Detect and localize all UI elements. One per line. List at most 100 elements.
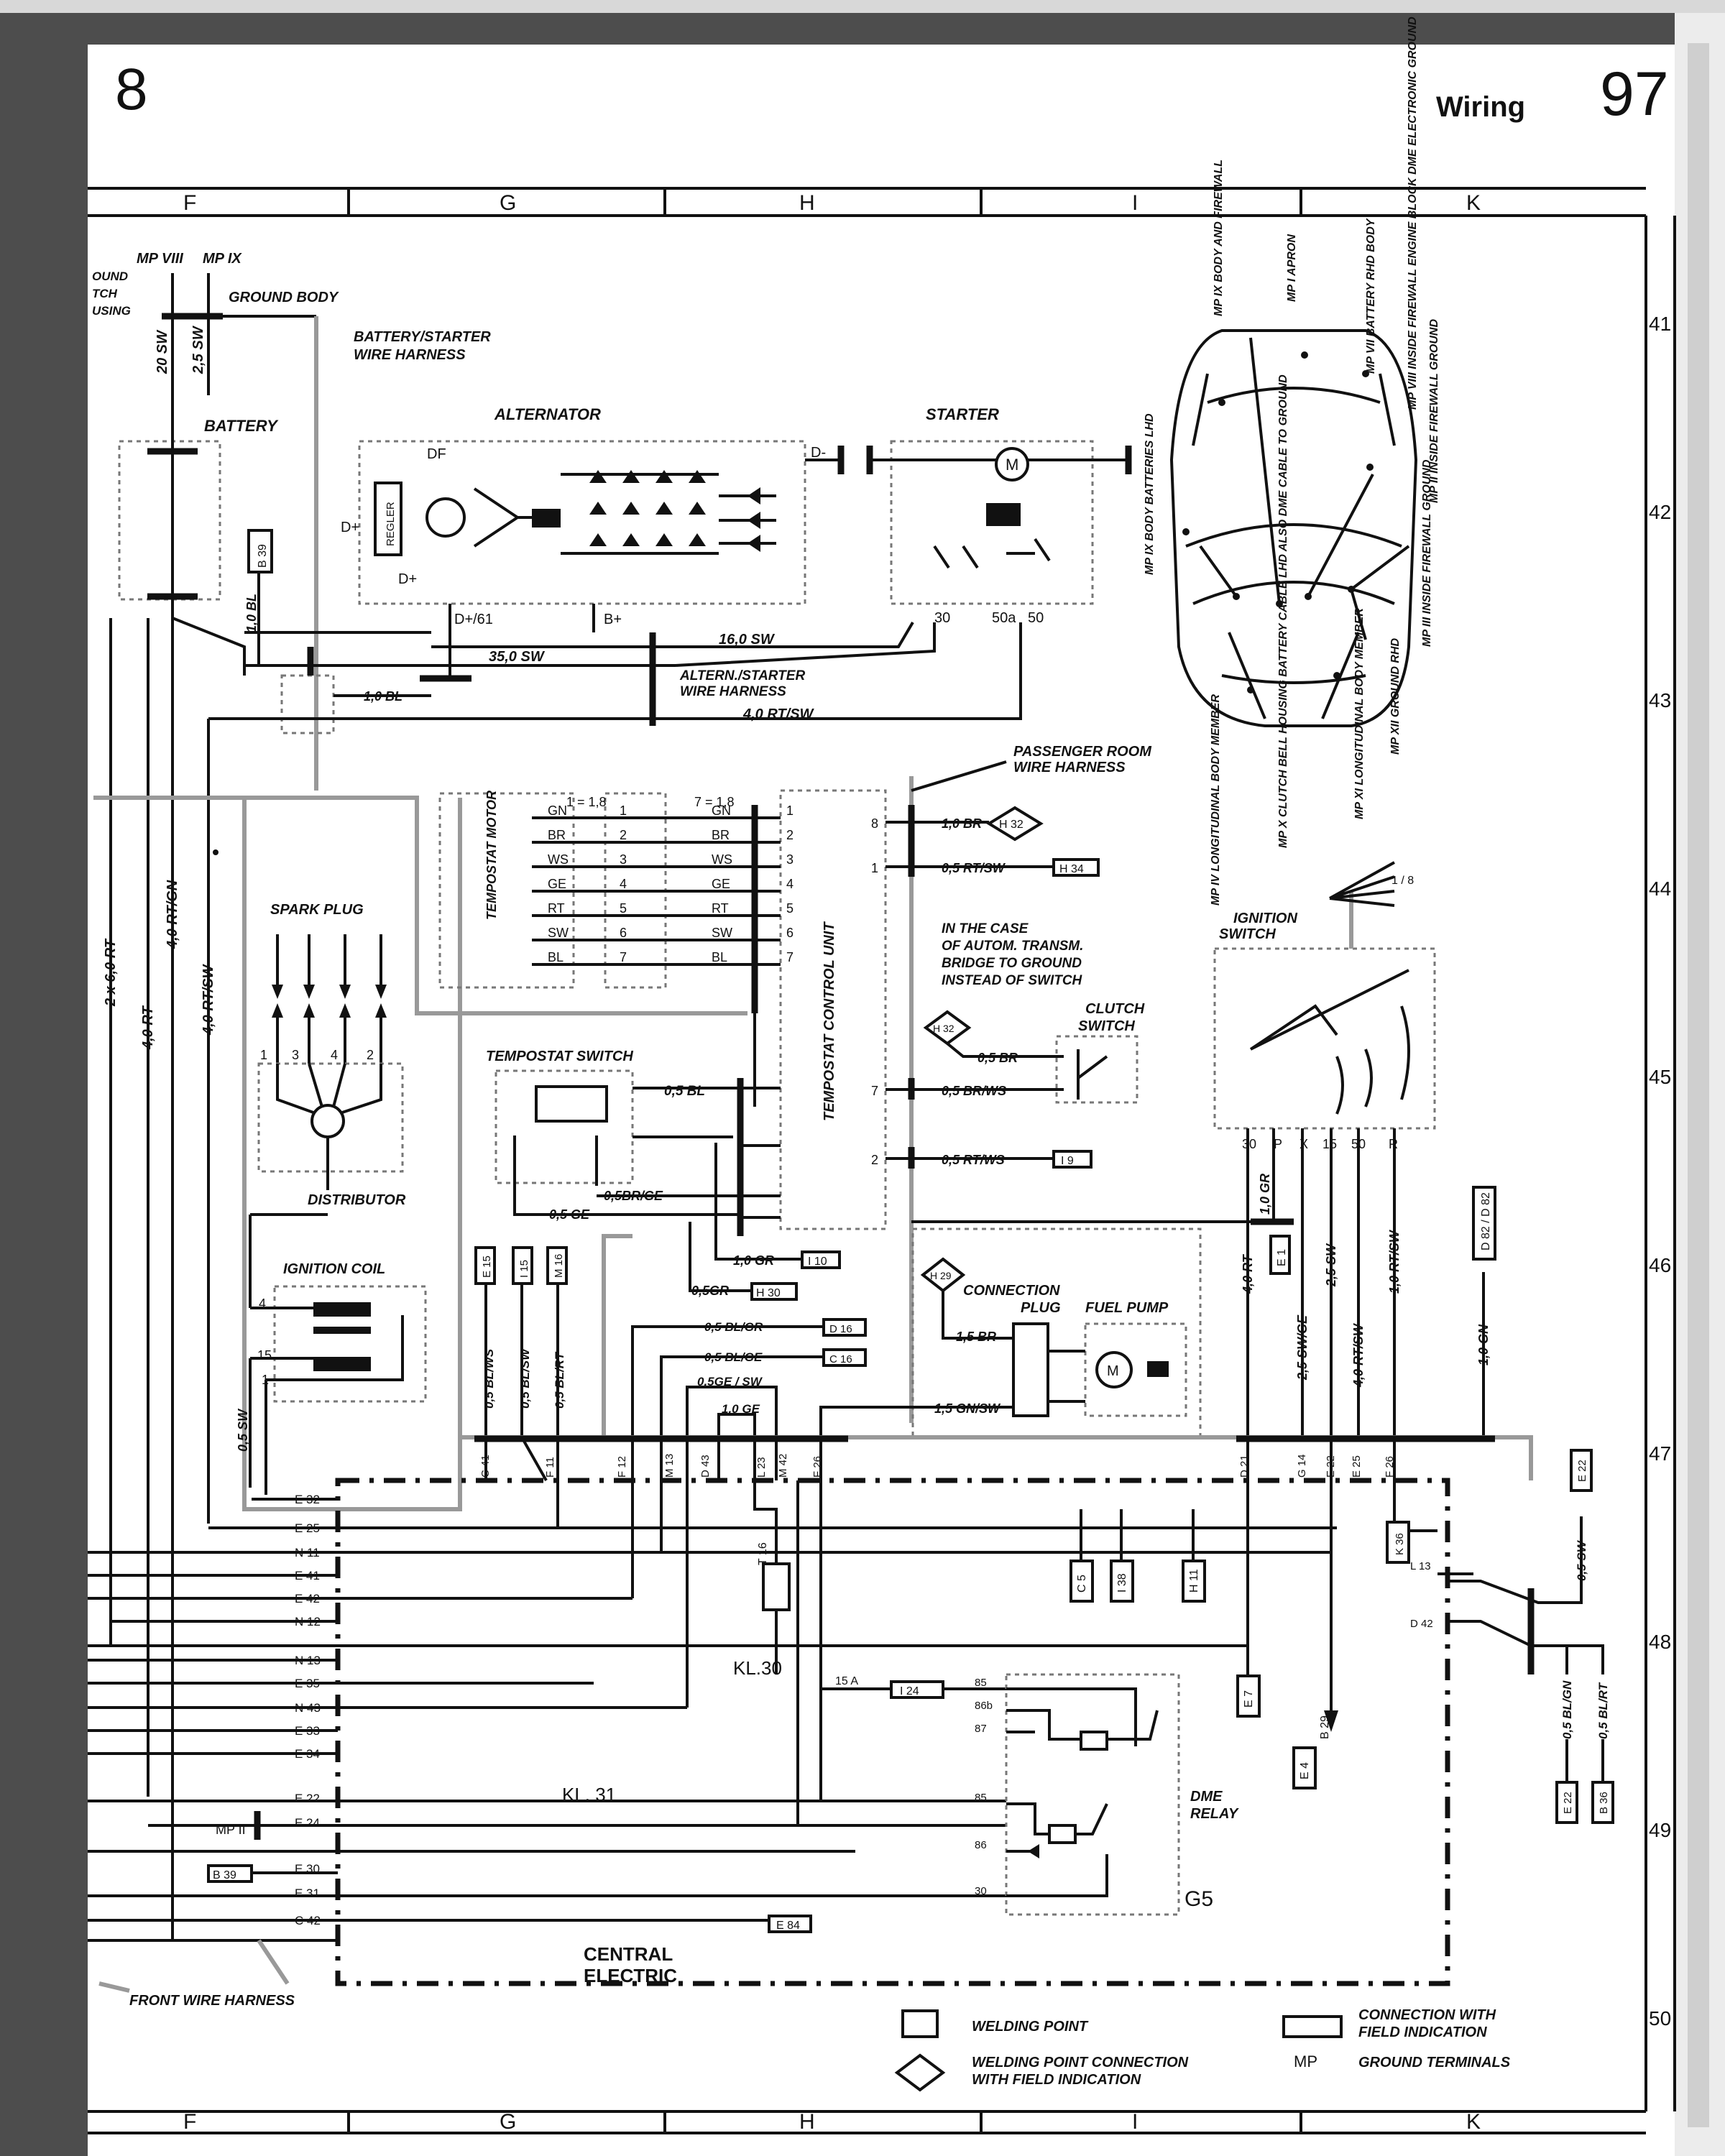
connector-h34 (1052, 858, 1100, 877)
connector-i38 (1110, 1560, 1134, 1603)
legend-mp: MP (1294, 2053, 1317, 2070)
wire-05rtws: 0,5 RT/WS (942, 1153, 1005, 1167)
svg-text:86: 86 (975, 1839, 987, 1851)
svg-text:RT: RT (712, 901, 729, 916)
starter-50: 50 (1028, 610, 1044, 626)
legend-welding-point: WELDING POINT (972, 2019, 1089, 2035)
scrollbar-track[interactable] (1688, 43, 1709, 2127)
svg-text:F 26: F 26 (811, 1456, 824, 1478)
viewer-top-bar (0, 13, 1725, 45)
svg-text:E 22: E 22 (1325, 1455, 1337, 1478)
ignition-coil-label: IGNITION COIL (283, 1261, 385, 1277)
dme-relay-label-2: RELAY (1190, 1806, 1239, 1822)
svg-text:I 15: I 15 (518, 1260, 530, 1278)
chapter-number: 8 (115, 57, 148, 122)
svg-text:M: M (1107, 1363, 1119, 1379)
svg-text:M 13: M 13 (663, 1454, 676, 1478)
connector-b29-label: B 29 (1319, 1715, 1331, 1739)
l13-label: L 13 (1410, 1560, 1431, 1572)
svg-text:SW: SW (548, 926, 569, 940)
svg-text:7: 7 (871, 1084, 878, 1098)
connector-c5 (1070, 1560, 1094, 1603)
dme-relay-label-1: DME (1190, 1789, 1223, 1805)
ignition-switch-label-2: SWITCH (1219, 926, 1276, 942)
svg-text:L 23: L 23 (755, 1457, 768, 1478)
alt-df: DF (427, 446, 446, 462)
svg-text:GE: GE (712, 877, 730, 891)
wire-05blsw: 0,5 BL/SW (518, 1348, 532, 1409)
svg-text:WS: WS (548, 852, 569, 867)
connector-d16 (822, 1318, 867, 1337)
svg-text:GN: GN (712, 803, 731, 818)
svg-text:E 4: E 4 (1299, 1762, 1311, 1779)
legend-welding-conn-2: WITH FIELD INDICATION (972, 2072, 1141, 2088)
wire-25swge: 2,5 SW/GE (1295, 1314, 1310, 1381)
ignition-coil-box (273, 1285, 427, 1403)
svg-text:3: 3 (292, 1048, 299, 1062)
svg-text:RT: RT (548, 901, 565, 916)
svg-text:E 24: E 24 (295, 1816, 320, 1830)
mp11-label: MP XI LONGITUDINAL BODY MEMBER (1353, 608, 1366, 819)
wire-05gesw: 0,5GE / SW (697, 1375, 763, 1388)
battery-section: OUND TCH USING MP VIII MP IX GROUND BODY… (92, 251, 491, 791)
connector-d82 (1472, 1186, 1496, 1261)
page-number: 97 (1600, 60, 1669, 129)
svg-text:F 26: F 26 (1384, 1456, 1396, 1478)
connector-e1 (1269, 1235, 1291, 1275)
section-title: Wiring (1436, 91, 1525, 123)
grid-row-42: 42 (1649, 501, 1671, 523)
svg-text:WS: WS (712, 852, 732, 867)
svg-text:5: 5 (786, 901, 794, 916)
svg-text:85: 85 (975, 1677, 987, 1689)
grid-col-k-bottom: K (1466, 2110, 1481, 2134)
fuel-pump-motor (1095, 1351, 1133, 1388)
svg-text:E 22: E 22 (1562, 1792, 1574, 1814)
svg-text:I 24: I 24 (900, 1685, 919, 1697)
svg-text:3: 3 (620, 852, 627, 867)
connector-t16 (762, 1562, 791, 1611)
svg-text:D 21: D 21 (1238, 1455, 1251, 1478)
mp9-side-label: MP IX BODY BATTERIES LHD (1144, 413, 1156, 575)
wire-20sw: 20 SW (155, 329, 170, 374)
wire-05bl: 0,5 BL (664, 1084, 705, 1099)
alternator-section: ALTERNATOR REGLER DF D+ D+ D- D+/61 B+ (341, 405, 845, 680)
legend-welding-point-icon (901, 2009, 939, 2038)
ce-vertical-drops: T 16 KL.30 KL. 31 C 5 I 38 H 11 E 7 E 4 … (207, 1437, 1331, 1933)
connector-k36 (1386, 1521, 1410, 1564)
svg-text:4: 4 (331, 1048, 338, 1062)
distributor-box (257, 1062, 404, 1173)
legend-conn-field-icon (1282, 2015, 1343, 2038)
wire-25sw: 2,5 SW (1324, 1243, 1338, 1287)
mp1-label: MP I APRON (1286, 234, 1298, 302)
connector-b39-top (247, 529, 273, 573)
wire-16sw: 16,0 SW (719, 632, 776, 648)
wire-05brge: 0,5BR/GE (604, 1189, 663, 1203)
wire-25sw: 2,5 SW (190, 325, 206, 374)
car-ground-map: MP I APRON MP IX BODY AND FIREWALL MP VI… (1144, 17, 1440, 906)
bs-harness-label-2: WIRE HARNESS (354, 347, 466, 363)
wire-40rt-ign: 4,0 RT (1241, 1253, 1255, 1294)
wire-05blgr: 0,5 BL/GR (704, 1320, 763, 1334)
grid-row-46: 46 (1649, 1254, 1671, 1276)
svg-text:4: 4 (620, 877, 627, 891)
legend-welding-conn-1: WELDING POINT CONNECTION (972, 2055, 1189, 2070)
svg-text:E 7: E 7 (1243, 1690, 1255, 1708)
distributor-rotor (310, 1104, 345, 1138)
connector-c16 (822, 1348, 867, 1367)
alternator-label: ALTERNATOR (494, 405, 601, 423)
svg-text:BL: BL (712, 950, 727, 964)
svg-text:5: 5 (620, 901, 627, 916)
svg-text:30: 30 (975, 1885, 987, 1897)
central-electric-border (335, 1478, 1450, 1986)
starter-50a: 50a (992, 610, 1016, 626)
grid-row-48: 48 (1649, 1631, 1671, 1653)
ignition-switch-label-1: IGNITION (1233, 911, 1297, 926)
mp2-label: MP II INSIDE FIREWALL GROUND (1428, 319, 1440, 503)
autom-note-2: OF AUTOM. TRANSM. (942, 939, 1083, 954)
connector-e22-right (1555, 1781, 1578, 1824)
svg-text:I 38: I 38 (1116, 1573, 1128, 1593)
svg-text:H 29: H 29 (930, 1270, 952, 1281)
svg-text:P: P (1274, 1137, 1282, 1151)
viewer-left-gutter (0, 13, 88, 2156)
